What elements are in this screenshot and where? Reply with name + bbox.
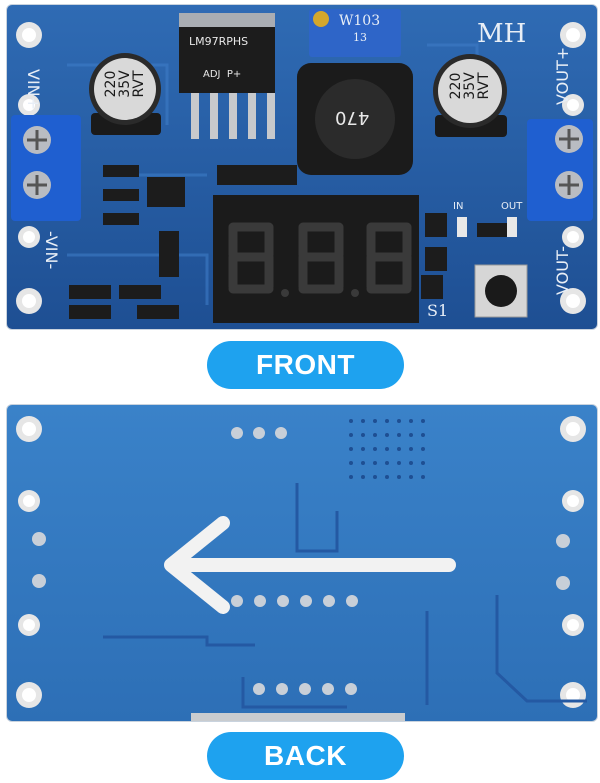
cap-right-line2: 35V: [462, 72, 478, 100]
switch-label: S1: [427, 301, 449, 320]
regulator-submarking: ADJ P+: [203, 69, 242, 80]
seven-segment-display: [213, 195, 419, 323]
back-mounting-holes: [16, 416, 586, 708]
mounting-holes: [16, 22, 586, 314]
trimmer-marking: W103: [339, 13, 381, 29]
regulator-marking: LM97RPHS: [189, 35, 249, 48]
cap-right-line1: 220: [448, 72, 464, 100]
capacitor-left: [89, 53, 161, 135]
cap-left-line1: 220: [103, 70, 119, 98]
input-terminal: [11, 115, 81, 221]
label-vout-plus: VOUT+: [553, 46, 572, 105]
label-vout-minus: VOUT-: [553, 245, 572, 295]
brand-mark: MH: [477, 19, 527, 49]
led-out: [507, 217, 517, 237]
capacitor-right: [433, 54, 507, 137]
inductor: [297, 63, 413, 175]
direction-arrow: [164, 516, 456, 614]
push-button-s1[interactable]: [474, 264, 528, 318]
capacitor-left-marking: 220 35V RVT: [103, 56, 147, 112]
pcb-back-board: [6, 404, 598, 722]
back-standoff: [191, 713, 405, 721]
smd-components: [69, 165, 511, 319]
back-traces: [103, 483, 587, 709]
regulator-chip: [179, 13, 275, 139]
cap-right-line3: RVT: [476, 72, 492, 100]
front-label-badge: FRONT: [207, 341, 404, 389]
pcb-front-artwork: [11, 9, 593, 323]
led-out-label: OUT: [501, 201, 523, 212]
label-vin-minus: -VIN-: [42, 231, 61, 270]
pcb-front-board: MH VIN+ -VIN- VOUT+ VOUT- 220 35V RVT 22…: [6, 4, 598, 330]
led-in: [457, 217, 467, 237]
trimmer-potentiometer: [309, 9, 401, 57]
output-terminal: [527, 119, 593, 221]
back-label-badge: BACK: [207, 732, 404, 780]
cap-left-line2: 35V: [117, 70, 133, 98]
pcb-back-artwork: [16, 416, 587, 709]
capacitor-right-marking: 220 35V RVT: [448, 58, 492, 114]
label-vin-plus: VIN+: [24, 69, 43, 111]
led-in-label: IN: [453, 201, 464, 212]
back-pin-rows: [231, 427, 358, 695]
back-via-grid: [349, 419, 425, 479]
trimmer-submarking: 13: [353, 31, 367, 44]
inductor-marking: 470: [335, 107, 370, 128]
cap-left-line3: RVT: [131, 70, 147, 98]
back-terminal-pins: [32, 532, 570, 590]
